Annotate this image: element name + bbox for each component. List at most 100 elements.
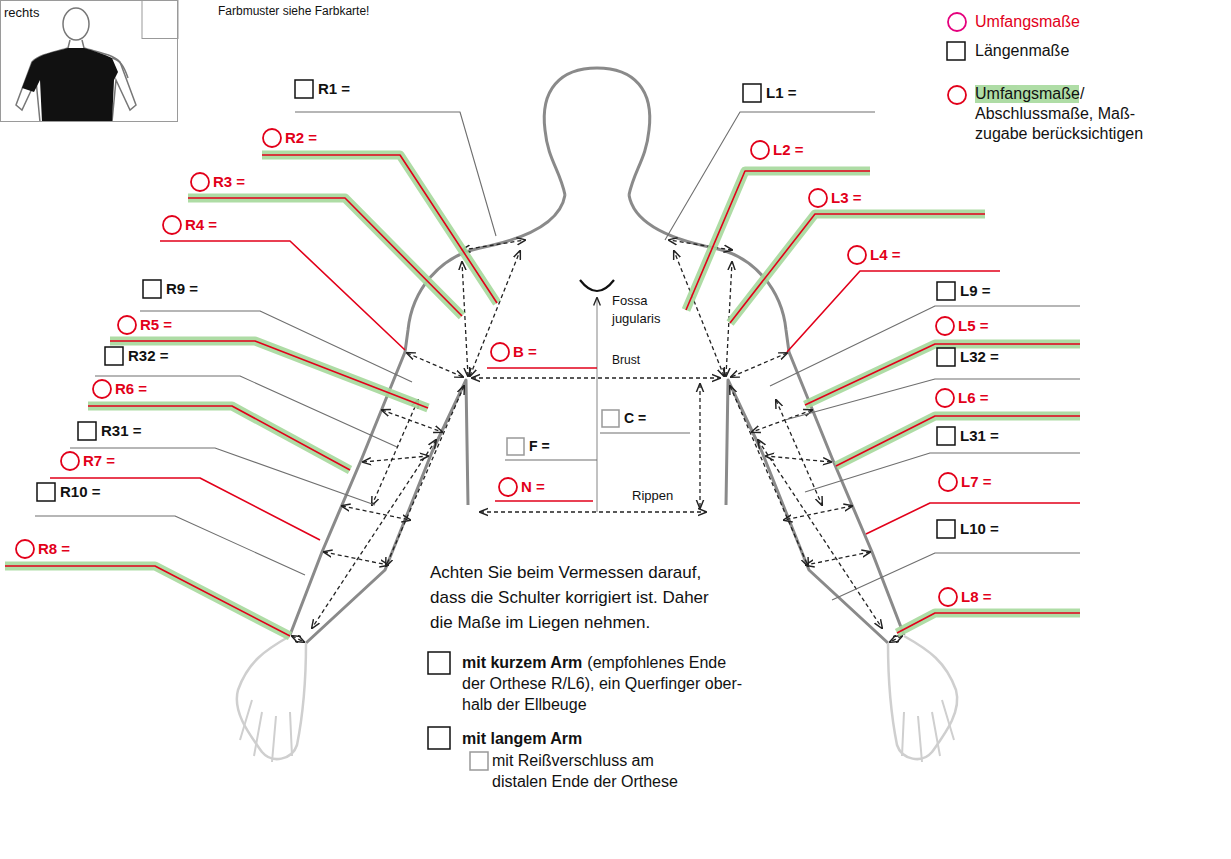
measure-label: R10 = — [60, 483, 100, 501]
body-outline — [580, 280, 614, 291]
circle-symbol — [191, 173, 209, 191]
square-symbol — [428, 652, 450, 674]
measure-label: L2 = — [773, 141, 803, 159]
square-symbol — [37, 42, 965, 770]
leader-gray — [665, 112, 875, 240]
green-highlight — [730, 214, 985, 323]
thumbnail-figure — [63, 8, 89, 40]
measure-label: C = — [624, 409, 646, 427]
green-highlight — [5, 566, 290, 636]
circle-symbol — [936, 317, 954, 335]
square-symbol — [937, 520, 955, 538]
square-symbol — [507, 438, 524, 455]
legend-text: Längenmaße — [975, 41, 1069, 61]
view-label: rechts — [4, 5, 39, 20]
circle-symbol — [491, 343, 509, 361]
leader-gray — [35, 112, 1080, 600]
measure-label: L5 = — [958, 317, 988, 335]
square-symbol — [37, 483, 55, 501]
measure-label: R32 = — [128, 347, 168, 365]
circle-symbol — [61, 452, 79, 470]
circle-symbol — [939, 473, 957, 491]
legend-text: Umfangsmaße/ Abschlussmaße, Maß- zugabe … — [975, 84, 1160, 144]
thumbnail-figure — [112, 58, 128, 78]
option-label: mit kurzem Arm — [462, 654, 582, 671]
circle-symbol — [263, 129, 281, 147]
leader-gray — [295, 112, 496, 236]
leader-red — [5, 566, 290, 636]
leader-gray — [95, 376, 397, 447]
measure-label: R5 = — [140, 316, 172, 334]
measure-label: N = — [521, 478, 545, 496]
leader-red — [836, 416, 1080, 466]
leader-red — [686, 171, 870, 310]
measure-arrows — [472, 378, 720, 512]
green-highlight — [110, 341, 428, 408]
body-outline — [237, 68, 957, 762]
thumbnail-box: rechts — [0, 0, 178, 122]
circle-symbol — [163, 216, 181, 234]
measure-label: R7 = — [83, 452, 115, 470]
circle-symbol — [948, 86, 966, 104]
square-symbol — [947, 42, 965, 60]
leader-red — [5, 155, 1080, 636]
circle-symbol — [16, 13, 966, 606]
leader-gray — [140, 311, 412, 382]
measure-label: L31 = — [960, 427, 999, 445]
green-highlight — [897, 613, 1080, 633]
leader-red — [110, 341, 428, 408]
measure-label: R3 = — [213, 173, 245, 191]
green-highlight — [836, 416, 1080, 466]
note-text: Farbmuster siehe Farbkarte! — [218, 2, 369, 20]
thumbnail-figure — [22, 48, 118, 122]
leader-red — [262, 155, 497, 303]
measure-label: L6 = — [958, 389, 988, 407]
circle-symbol — [809, 189, 827, 207]
circle-symbol — [948, 13, 966, 31]
thumbnail-figure — [16, 1, 178, 123]
leader-red — [787, 271, 1000, 352]
square-symbol — [470, 752, 488, 770]
square-symbol — [143, 280, 161, 298]
square-symbol — [937, 427, 955, 445]
body-outline — [237, 68, 597, 762]
square-symbol — [602, 410, 619, 427]
option-label: mit langem Arm — [462, 730, 582, 747]
measure-label: R4 = — [185, 216, 217, 234]
circle-symbol — [751, 141, 769, 159]
measure-label: F = — [529, 437, 550, 455]
measure-arrows — [699, 384, 700, 508]
green-highlight — [88, 406, 350, 470]
note-text: Fossa jugularis — [612, 292, 676, 328]
thumbnail-figure — [16, 40, 136, 122]
measure-arrows — [472, 377, 720, 378]
measure-label: R8 = — [38, 540, 70, 558]
circle-symbol — [118, 316, 136, 334]
measure-label: B = — [513, 343, 537, 361]
square-symbol — [937, 282, 955, 300]
circle-symbol — [936, 389, 954, 407]
option-text: mit kurzem Arm(empfohlenes Ende der Orth… — [462, 652, 747, 715]
leader-red — [897, 613, 1080, 633]
square-symbol — [428, 727, 450, 749]
measure-label: L10 = — [960, 520, 999, 538]
circle-symbol — [848, 246, 866, 264]
measure-arrows — [480, 511, 706, 512]
measure-label: L3 = — [831, 189, 861, 207]
circle-symbol — [499, 478, 517, 496]
leader-red — [730, 214, 985, 323]
note-text: mit Reißverschluss am distalen Ende der … — [492, 750, 692, 792]
green-highlight — [805, 344, 1080, 405]
leader-red — [495, 500, 593, 502]
leader-gray — [785, 379, 1080, 420]
body-outline — [596, 298, 597, 512]
leader-gray — [70, 448, 375, 505]
square-symbol — [105, 347, 123, 365]
measure-label: L7 = — [961, 473, 991, 491]
measure-label: L9 = — [960, 282, 990, 300]
option-text: mit langem Arm — [462, 728, 662, 749]
green-highlight — [5, 85, 1080, 636]
leader-red — [50, 478, 320, 540]
note-text: Achten Sie beim Vermessen darauf, dass d… — [430, 560, 715, 635]
measure-label: R6 = — [115, 380, 147, 398]
